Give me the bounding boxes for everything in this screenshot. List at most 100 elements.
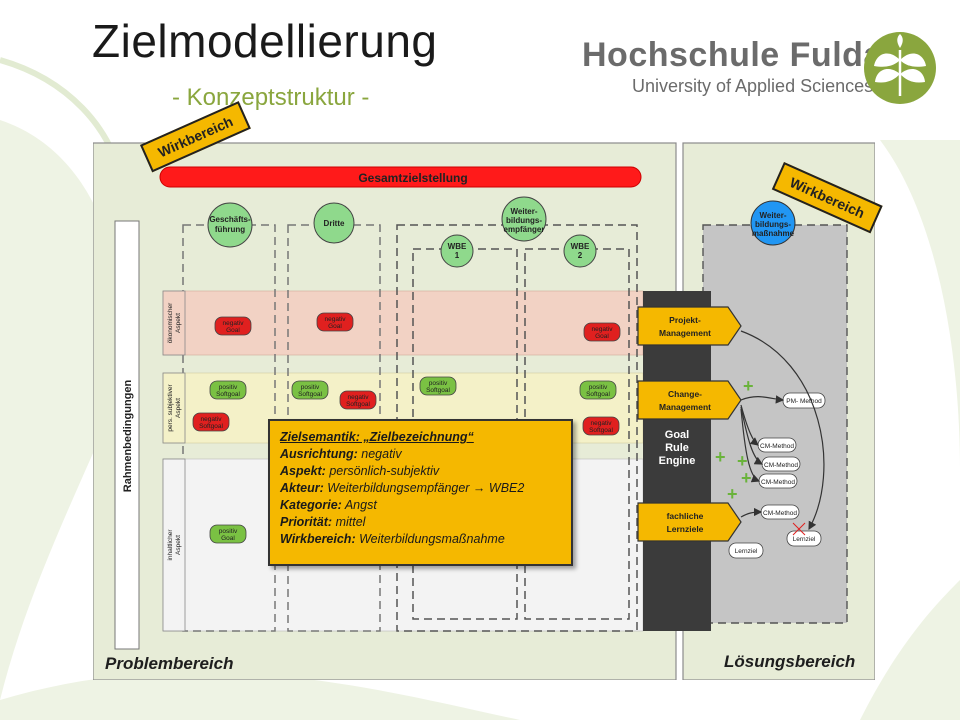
pill-pos-softgoal-dritte-l2: Softgoal: [298, 391, 322, 398]
engine-label-l3: Engine: [659, 455, 696, 467]
actor-wbm: [750, 200, 796, 246]
semantics-key: Wirkbereich:: [280, 532, 356, 546]
aspect-inhaltlich-l1: inhaltlicher: [167, 529, 174, 561]
university-leaf-logo-icon: [864, 32, 936, 104]
svg-text:Weiter-bildungs-empfänger: Weiter-bildungs-empfänger: [504, 207, 545, 234]
change-l2: Management: [659, 402, 711, 412]
page-subtitle: - Konzeptstruktur -: [172, 84, 370, 111]
semantics-heading: Zielsemantik: „Zielbezeichnung“: [280, 430, 474, 444]
plus-sign-1: +: [743, 376, 754, 396]
arrow-change-cm3: [740, 408, 761, 483]
pill-neg-softgoal-dritte-l2: Softgoal: [346, 401, 370, 408]
svg-text:inhaltlicherAspekt: inhaltlicherAspekt: [167, 529, 182, 561]
cm-method-1-label: CM-Method: [760, 443, 794, 450]
actor-wbe-group-l2: bildungs-: [506, 216, 542, 225]
pill-pos-softgoal-dritte: [291, 380, 329, 400]
pill-neg-goal-gf-l2: Goal: [226, 327, 240, 334]
semantics-key: Aspekt:: [280, 464, 326, 478]
actor-wbm-l2: bildungs-: [755, 220, 791, 229]
pill-neg-softgoal-dritte-l1: negativ: [348, 394, 370, 401]
aspect-subjektiv-l2: Aspekt: [175, 398, 182, 418]
svg-text:ökonomischerAspekt: ökonomischerAspekt: [167, 302, 182, 343]
plus-sign-5: +: [727, 484, 738, 504]
pill-neg-softgoal-wbe2-l1: negativ: [591, 420, 613, 427]
semantics-row: Aspekt: persönlich-subjektiv: [280, 463, 561, 480]
aspect-oekonomisch-l2: Aspekt: [175, 313, 182, 333]
pill-neg-goal-wbe2-l1: negativ: [592, 326, 614, 333]
projekt-l1: Projekt-: [669, 315, 701, 325]
svg-text:pers. subjektiverAspekt: pers. subjektiverAspekt: [167, 384, 182, 432]
lernziel-2-label: Lernziel: [793, 536, 816, 543]
actor-wbe2-l2: 2: [578, 251, 583, 260]
svg-text:WBE2: WBE2: [571, 242, 590, 260]
engine-label-l2: Rule: [665, 442, 689, 454]
change-management-box: [637, 380, 742, 420]
actor-wbe2-l1: WBE: [571, 242, 590, 251]
pill-neg-softgoal-wbe2: [582, 416, 620, 436]
actor-wbe-group-l3: empfänger: [504, 225, 545, 234]
actor-wbe1-l1: WBE: [448, 242, 467, 251]
plus-sign-2: +: [715, 447, 726, 467]
plus-sign-4: +: [741, 468, 752, 488]
pill-neg-goal-dritte-l1: negativ: [325, 316, 347, 323]
actor-dritte: [313, 202, 355, 244]
actor-wbe-group-l1: Weiter-: [511, 207, 538, 216]
lernziel-1-label: Lernziel: [735, 548, 758, 555]
semantics-key: Priorität:: [280, 515, 333, 529]
pill-neg-goal-gf-l1: negativ: [223, 320, 245, 327]
pill-pos-softgoal-wbe1-l1: positiv: [429, 380, 448, 387]
pill-neg-goal-gf: [214, 316, 252, 336]
problem-zone-label: Problembereich: [105, 654, 234, 673]
aspect-oekonomisch-l1: ökonomischer: [167, 302, 174, 343]
concept-diagram: Gesamtzielstellung Rahmenbedingungen öko…: [93, 142, 875, 680]
page-title: Zielmodellierung: [92, 15, 438, 67]
solution-gray-area: [702, 224, 848, 624]
engine-label-l1: Goal: [665, 429, 689, 441]
arrow-fachlich-cm4: [740, 507, 763, 518]
pill-neg-goal-dritte-l2: Goal: [328, 323, 342, 330]
lernziel-2: [786, 530, 822, 547]
actor-wbe1: [440, 234, 474, 268]
pill-neg-goal-dritte: [316, 312, 354, 332]
pill-pos-softgoal-wbe1-l2: Softgoal: [426, 387, 450, 394]
pill-neg-softgoal-gf: [192, 412, 230, 432]
solution-zone-label: Lösungsbereich: [724, 652, 856, 671]
arrow-projekt-lernziel: [740, 330, 825, 531]
svg-text:Projekt-Management: Projekt- Management: [659, 315, 711, 338]
pill-pos-softgoal-dritte-l1: positiv: [301, 384, 320, 391]
arrow-change-cm2: [740, 406, 764, 465]
svg-text:Change-Management: Change-Management: [659, 389, 711, 412]
svg-text:Geschäfts-führung: Geschäfts-führung: [209, 215, 251, 234]
semantics-row: Akteur: Weiterbildungsempfänger → WBE2: [280, 480, 561, 497]
actor-wbe2: [563, 234, 597, 268]
semantics-row: Ausrichtung: negativ: [280, 446, 561, 463]
pill-pos-softgoal-gf-l2: Softgoal: [216, 391, 240, 398]
arrow-change-pm: [740, 395, 785, 404]
semantics-row: Priorität: mittel: [280, 514, 561, 531]
actor-wbm-l1: Weiter-: [760, 211, 787, 220]
pill-neg-softgoal-wbe2-l2: Softgoal: [589, 427, 613, 434]
semantics-value: persönlich-subjektiv: [329, 464, 440, 478]
pill-pos-softgoal-wbe2: [579, 380, 617, 400]
semantics-value: Weiterbildungsmaßnahme: [359, 532, 505, 546]
fachliche-lernziele-box: [637, 502, 742, 542]
actor-gf-l2: führung: [215, 225, 245, 234]
pill-pos-softgoal-gf: [209, 380, 247, 400]
pill-neg-softgoal-gf-l1: negativ: [201, 416, 223, 423]
semantics-value: Angst: [344, 498, 377, 512]
semantics-value: mittel: [335, 515, 366, 529]
projekt-l2: Management: [659, 328, 711, 338]
pill-pos-softgoal-wbe2-l2: Softgoal: [586, 391, 610, 398]
goal-rule-engine: [643, 291, 711, 631]
actor-wbm-l3: maßnahme: [752, 229, 795, 238]
pill-pos-softgoal-wbe1: [419, 376, 457, 396]
semantics-key: Akteur:: [280, 481, 324, 495]
university-subtitle: University of Applied Sciences: [632, 76, 874, 96]
